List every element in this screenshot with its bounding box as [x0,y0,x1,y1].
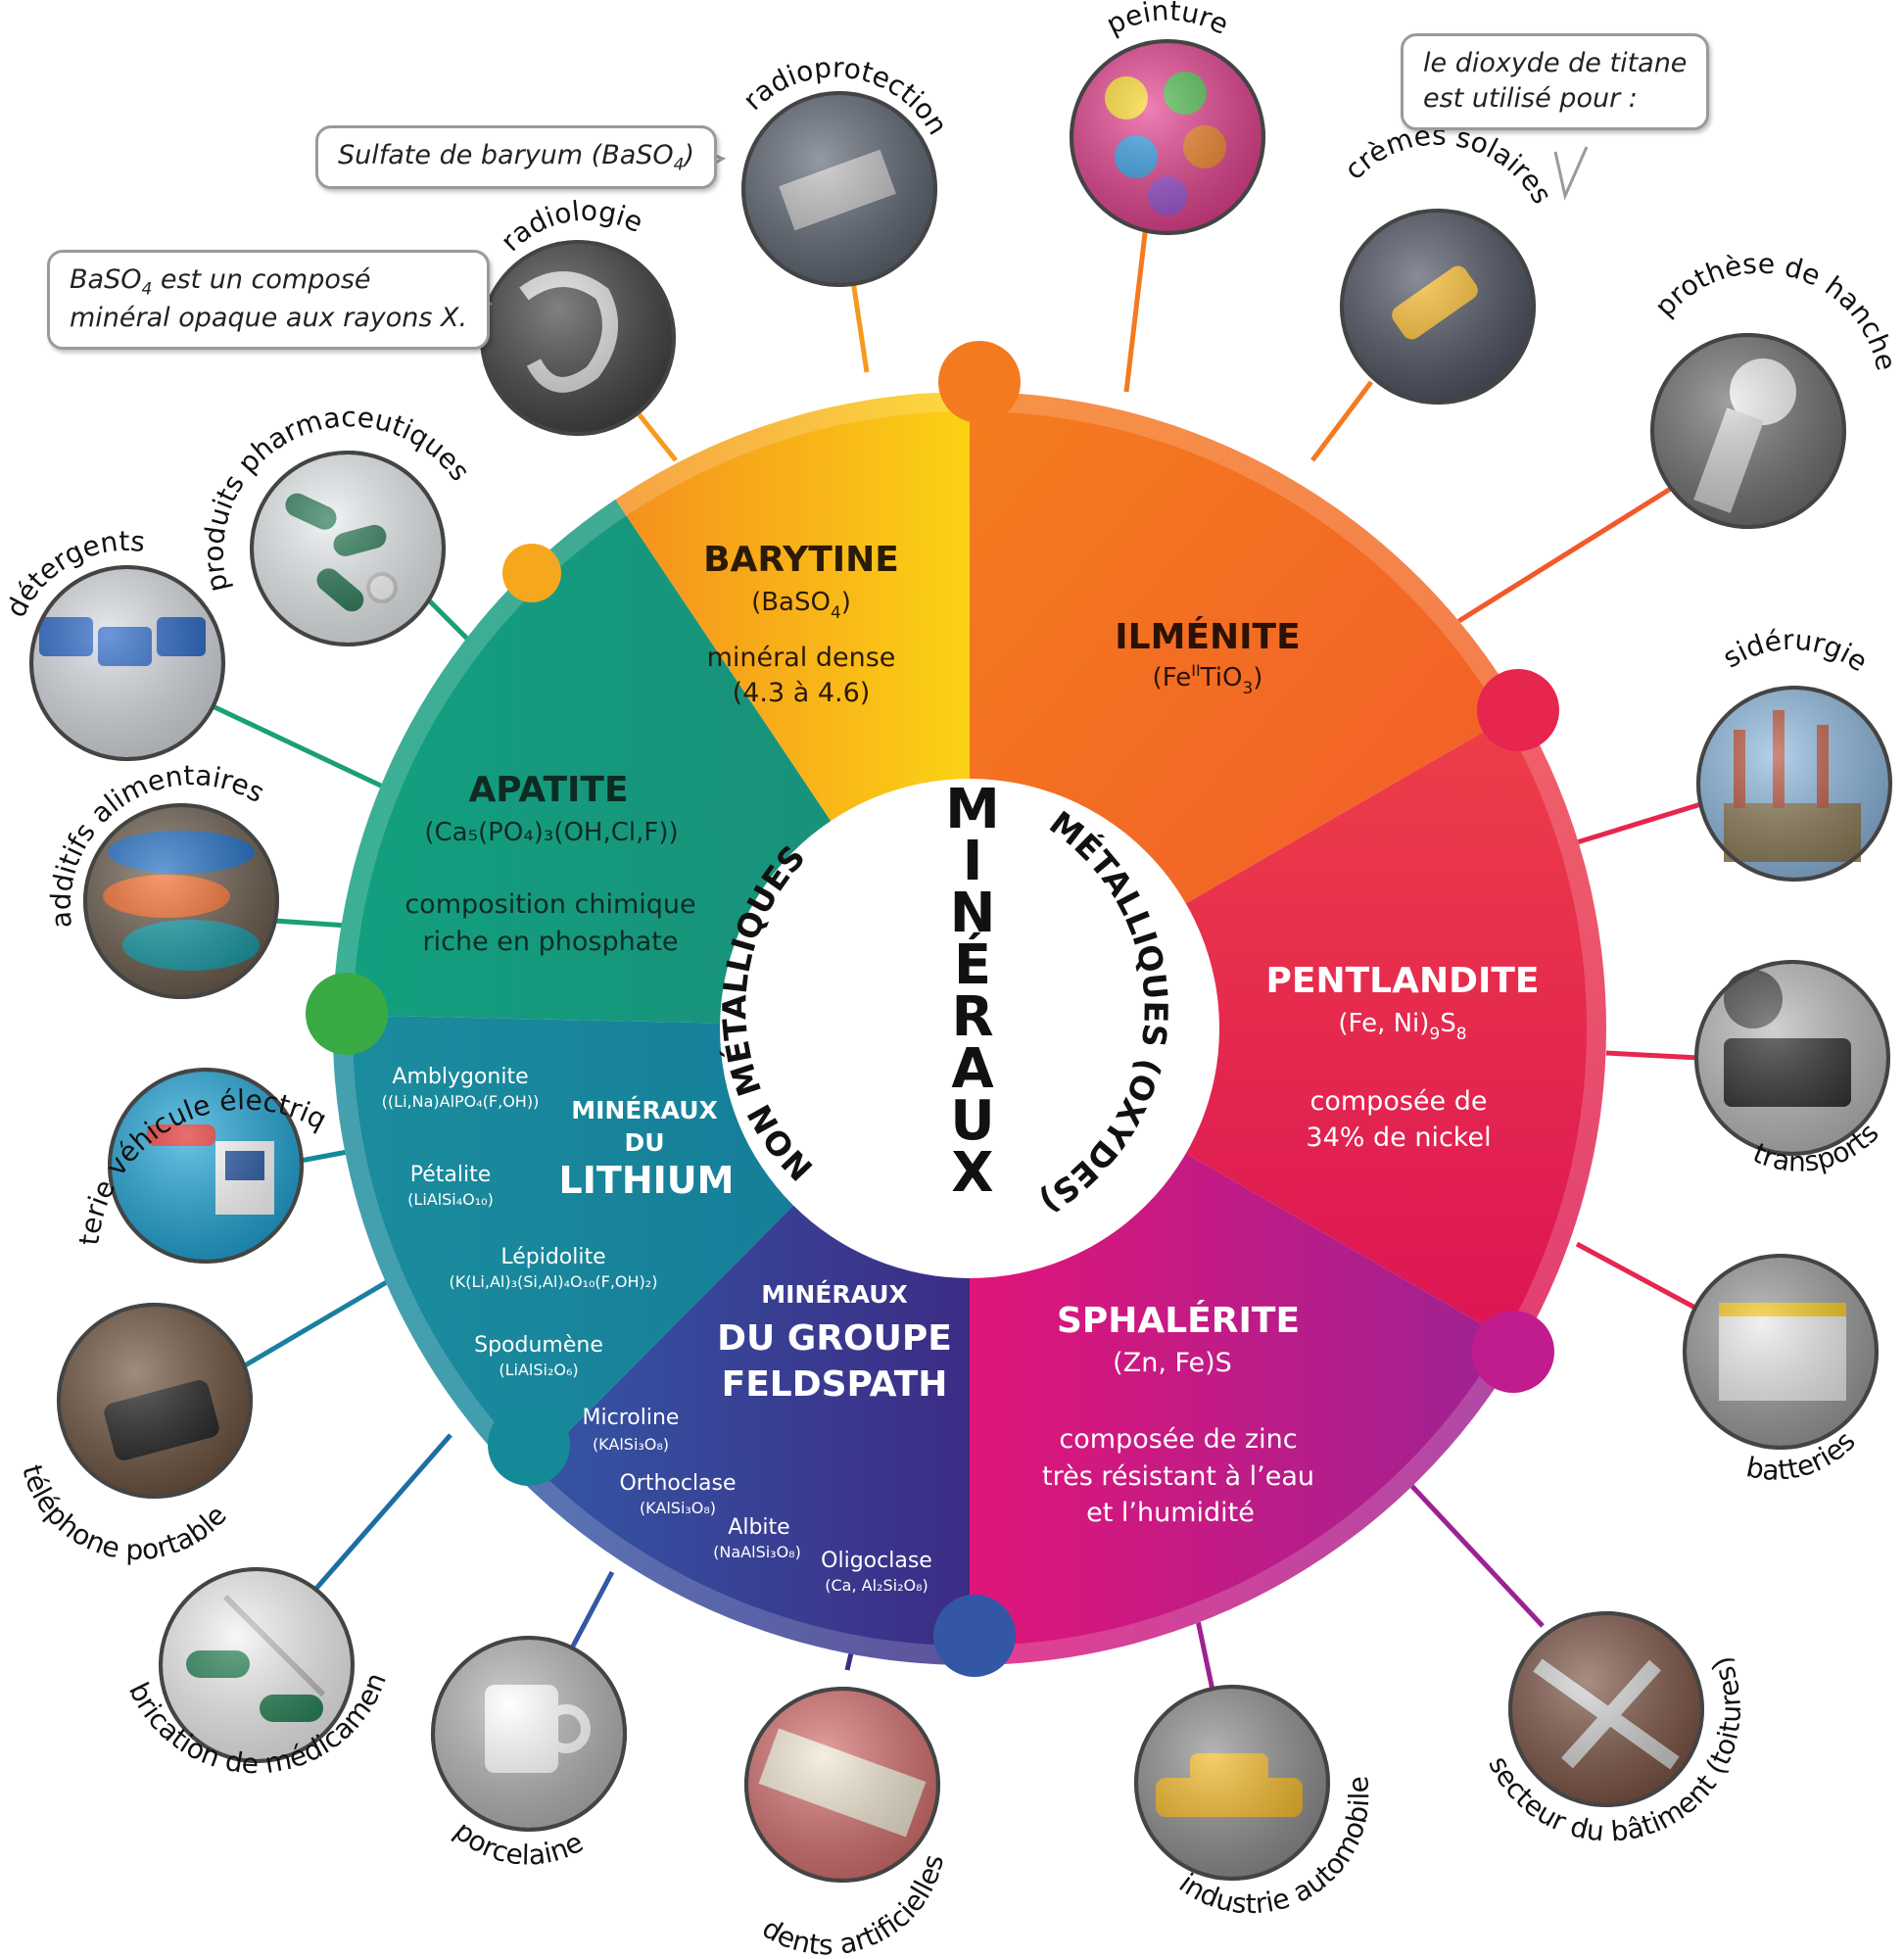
barytine-line1: minéral dense [707,643,896,673]
baso4-line1: BaSO4 est un composé [70,264,371,300]
ilmenite-text: ILMÉNITE (FeIITiO3) [1115,616,1300,698]
photo-medicaments[interactable] [159,1567,355,1763]
sphalerite-line3: et l’humidité [1086,1498,1255,1528]
lithium-title1: MINÉRAUX [571,1096,718,1124]
pentlandite-line1: composée de [1310,1086,1488,1117]
photo-circles [29,39,1892,1883]
photo-telephone[interactable] [57,1303,253,1499]
pentlandite-text: PENTLANDITE (Fe, Ni)9S8 composée de 34% … [1265,961,1539,1153]
ilmenite-formula: (FeIITiO3) [1153,661,1263,698]
lithium-title3: LITHIUM [559,1159,735,1202]
center-letter-1: I [963,830,983,893]
apatite-formula: (Ca₅(PO₄)₃(OH,Cl,F)) [424,818,678,847]
lithium-mineral-0: Amblygonite [392,1065,528,1089]
barytine-name: BARYTINE [703,540,899,580]
sphalerite-text: SPHALÉRITE (Zn, Fe)S composée de zinc tr… [1042,1300,1314,1528]
lithium-mineral-2: Lépidolite [500,1245,605,1269]
photo-transports[interactable] [1694,960,1890,1156]
feldspath-title1: MINÉRAUX [761,1280,908,1309]
feldspath-mineral-2: Albite [728,1515,789,1540]
feldspath-mineral-0: Microline [583,1406,680,1430]
feldspath-text: MINÉRAUX DU GROUPE FELDSPATH Microline (… [583,1280,952,1595]
pentlandite-line2: 34% de nickel [1306,1123,1491,1153]
lithium-mineral-1: Pétalite [410,1163,492,1187]
feldspath-mineral-1: Orthoclase [619,1471,736,1496]
lithium-formula-3: (LiAlSi₂O₆) [499,1361,578,1379]
barytine-formula: (BaSO4) [751,588,851,623]
apatite-line1: composition chimique [405,889,695,920]
photo-porcelaine[interactable] [431,1636,627,1832]
sector-pentlandite[interactable] [970,710,1606,1347]
sphalerite-formula: (Zn, Fe)S [1113,1348,1232,1378]
sphalerite-line1: composée de zinc [1059,1424,1297,1455]
feldspath-mineral-3: Oligoclase [821,1549,932,1573]
connector-lines [209,224,1706,1700]
titane-line2: est utilisé pour : [1423,83,1638,115]
mineral-wheel [332,392,1606,1665]
titane-bubble: le dioxyde de titane est utilisé pour : [1401,33,1710,130]
center-circle [720,779,1219,1278]
sphalerite-name: SPHALÉRITE [1057,1300,1300,1341]
center-letter-5: A [951,1037,994,1101]
photo-batiment[interactable] [1508,1611,1704,1807]
sphalerite-line2: très résistant à l’eau [1042,1461,1314,1492]
photo-pharma[interactable] [250,451,446,646]
photo-additifs[interactable] [83,803,279,999]
photo-radiologie[interactable] [480,240,676,436]
center-letter-6: U [950,1089,994,1153]
pentlandite-name: PENTLANDITE [1265,961,1539,1001]
apatite-name: APATITE [468,770,628,810]
feldspath-formula-2: (NaAlSi₃O₈) [713,1543,801,1561]
center-letter-2: N [950,882,996,945]
rim-dots [306,341,1559,1677]
feldspath-title2: DU GROUPE [717,1318,952,1359]
label-peinture: peinture [1101,0,1233,41]
lithium-formula-1: (LiAlSi₄O₁₀) [407,1190,494,1209]
center-letter-3: É [954,932,991,997]
photo-peinture[interactable] [1070,39,1265,235]
center-letter-7: X [951,1141,993,1205]
photo-batteries[interactable] [1683,1254,1879,1450]
lithium-formula-2: (K(Li,Al)₃(Si,Al)₄O₁₀(F,OH)₂) [450,1272,658,1291]
photo-prothese-hanche[interactable] [1650,333,1846,529]
baso4-bubble: BaSO4 est un composé minéral opaque aux … [47,250,491,350]
center-letter-0: M [945,778,1000,841]
label-siderurgie: sidérurgie [1717,624,1874,679]
label-cremes: crèmes solaires [1338,119,1558,210]
photo-radioprotection[interactable] [741,91,937,287]
photo-dents[interactable] [744,1687,940,1883]
apatite-line2: riche en phosphate [423,927,679,957]
feldspath-title3: FELDSPATH [722,1364,948,1405]
lithium-mineral-3: Spodumène [474,1333,603,1358]
photo-automobile[interactable] [1134,1685,1330,1881]
barytine-line2: (4.3 à 4.6) [733,678,871,708]
photo-cremes-solaires[interactable] [1340,209,1536,405]
barytine-text: BARYTINE (BaSO4) minéral dense (4.3 à 4.… [703,540,899,708]
lithium-title2: DU [624,1128,664,1157]
sulfate-bubble: Sulfate de baryum (BaSO4) [315,125,718,190]
photo-detergents[interactable] [29,565,225,761]
sulfate-text: Sulfate de baryum (BaSO4) [338,140,695,175]
center-letter-4: R [951,985,993,1049]
lithium-text: MINÉRAUX DU LITHIUM Amblygonite ((Li,Na)… [382,1065,735,1379]
photo-siderurgie[interactable] [1696,686,1892,882]
ilmenite-name: ILMÉNITE [1115,616,1300,657]
photo-vehicule-electrique[interactable] [108,1068,304,1264]
feldspath-formula-0: (KAlSi₃O₈) [593,1435,669,1454]
lithium-formula-0: ((Li,Na)AlPO₄(F,OH)) [382,1092,540,1111]
pentlandite-formula: (Fe, Ni)9S8 [1338,1009,1466,1044]
titane-line1: le dioxyde de titane [1423,48,1688,78]
apatite-text: APATITE (Ca₅(PO₄)₃(OH,Cl,F)) composition… [405,770,695,957]
feldspath-formula-1: (KAlSi₃O₈) [640,1499,716,1517]
feldspath-formula-3: (Ca, Al₂Si₂O₈) [825,1576,928,1595]
baso4-line2: minéral opaque aux rayons X. [70,303,468,334]
center-title: M I N É R A U X [945,778,1000,1205]
